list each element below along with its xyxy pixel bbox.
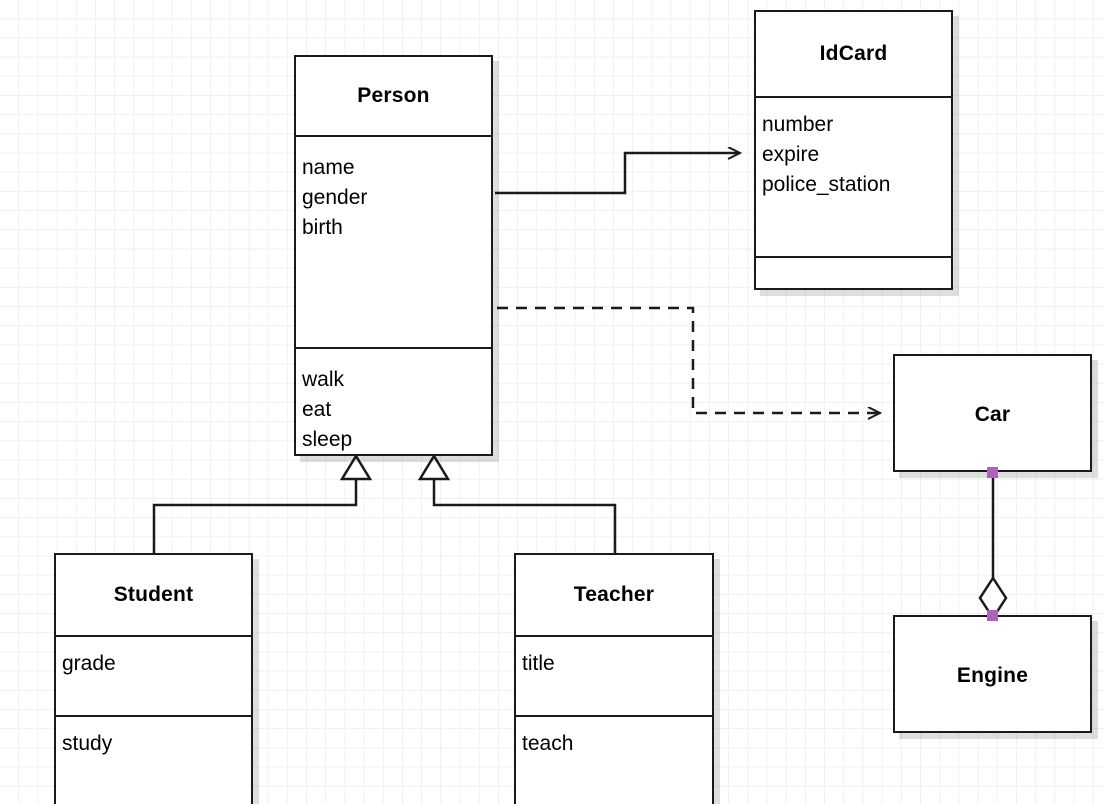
relationship-dependency-person-car[interactable] <box>497 306 880 413</box>
uml-class-teacher[interactable]: Teacher title teach <box>514 553 714 804</box>
uml-class-idcard[interactable]: IdCard number expire police_station <box>754 10 953 290</box>
attribute-row: birth <box>302 216 343 239</box>
class-methods-idcard <box>756 256 951 292</box>
uml-class-person[interactable]: Person name gender birth walk eat sleep … <box>294 55 493 456</box>
method-row: eat <box>302 398 332 421</box>
class-title-engine: Engine <box>956 664 1029 687</box>
class-attributes-teacher: title <box>516 635 712 715</box>
method-row: sleep <box>302 428 353 451</box>
uml-class-student[interactable]: Student grade study <box>54 553 253 804</box>
class-title-person: Person <box>357 84 430 107</box>
attribute-row: gender <box>302 186 368 209</box>
class-methods-student: study <box>56 715 251 804</box>
method-row: drive <box>302 455 491 458</box>
class-title-teacher: Teacher <box>573 583 655 606</box>
class-title-car: Car <box>974 403 1011 426</box>
class-methods-person: walk eat sleep drive <box>296 347 491 458</box>
uml-class-engine[interactable]: Engine <box>893 615 1092 733</box>
method-row: teach <box>522 732 574 755</box>
relationship-aggregation-car-engine[interactable] <box>978 472 1008 621</box>
connection-handle-car-end[interactable] <box>987 466 998 478</box>
class-title-student: Student <box>113 583 194 606</box>
attribute-row: expire <box>762 143 820 166</box>
attribute-row: number <box>762 113 834 136</box>
connection-handle-engine-end[interactable] <box>987 609 998 621</box>
uml-class-car[interactable]: Car <box>893 354 1092 472</box>
attribute-row: grade <box>62 652 116 675</box>
class-methods-teacher: teach <box>516 715 712 804</box>
class-attributes-idcard: number expire police_station <box>756 96 951 256</box>
class-attributes-person: name gender birth <box>296 135 491 347</box>
attribute-row: name <box>302 156 355 179</box>
method-row: study <box>62 732 113 755</box>
attribute-row: title <box>522 652 555 675</box>
class-title-idcard: IdCard <box>819 42 888 65</box>
method-row: walk <box>302 368 345 391</box>
relationship-generalization-teacher-person[interactable] <box>417 453 617 553</box>
attribute-row: police_station <box>762 173 891 196</box>
relationship-generalization-student-person[interactable] <box>152 453 373 553</box>
relationship-association-person-idcard[interactable] <box>495 153 740 195</box>
class-attributes-student: grade <box>56 635 251 715</box>
